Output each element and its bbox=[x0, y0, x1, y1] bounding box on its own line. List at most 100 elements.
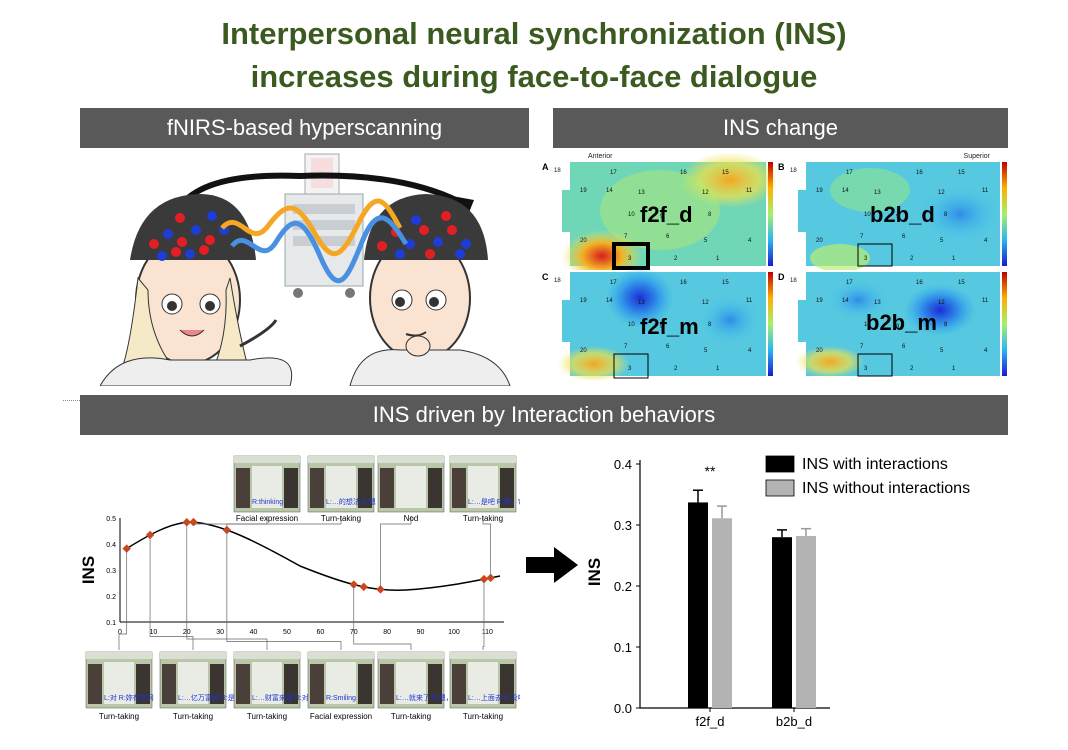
panel-letter-c: C bbox=[542, 272, 549, 282]
channel-label: 8 bbox=[944, 212, 948, 218]
channel-label: 9 bbox=[896, 214, 900, 220]
channel-label: 16 bbox=[916, 280, 923, 286]
channel-label: 10 bbox=[864, 322, 871, 328]
channel-label: 18 bbox=[790, 278, 797, 284]
right-optodes-icon bbox=[377, 211, 471, 259]
channel-label: 18 bbox=[790, 168, 797, 174]
channel-label: 7 bbox=[624, 234, 628, 240]
channel-label: 12 bbox=[702, 190, 709, 196]
channel-label: 5 bbox=[704, 348, 708, 354]
channel-label: 18 bbox=[554, 278, 561, 284]
orange-wave-icon bbox=[220, 198, 403, 256]
legend-swatch bbox=[765, 455, 795, 473]
timeline-connector bbox=[226, 529, 342, 650]
channel-label: 3 bbox=[864, 256, 868, 262]
timeline-xtick: 10 bbox=[149, 629, 157, 636]
top-frame-subtitle: R:thinking bbox=[252, 499, 283, 506]
channel-label: 19 bbox=[816, 298, 823, 304]
channel-label: 20 bbox=[580, 238, 587, 244]
panel-letter-d: D bbox=[778, 272, 785, 282]
map-panel-b: B b2b_d bbox=[776, 160, 1008, 272]
timeline-connector bbox=[380, 516, 412, 590]
channel-label: 20 bbox=[816, 348, 823, 354]
legend-label: INS without interactions bbox=[802, 480, 970, 497]
channel-label: 7 bbox=[860, 234, 864, 240]
channel-label: 14 bbox=[842, 188, 849, 194]
timeline-connector bbox=[149, 534, 194, 650]
channel-label: 4 bbox=[984, 238, 988, 244]
bar-ytick-label: 0.4 bbox=[614, 457, 632, 472]
channel-label: 2 bbox=[910, 256, 914, 262]
channel-label: 7 bbox=[860, 344, 864, 350]
channel-label: 6 bbox=[902, 344, 906, 350]
top-frame-caption: Facial expression bbox=[236, 514, 298, 523]
timeline-xtick: 50 bbox=[283, 629, 291, 636]
channel-label: 1 bbox=[716, 366, 720, 372]
timeline-xtick: 60 bbox=[316, 629, 324, 636]
top-frame: L:…是吧 R:嗯，它…Turn-taking bbox=[449, 455, 520, 523]
channel-label: 12 bbox=[702, 300, 709, 306]
channel-label: 15 bbox=[958, 170, 965, 176]
blue-wave-icon bbox=[230, 215, 409, 284]
top-frame-subtitle: L:…的想法 R:嗯 bbox=[326, 497, 376, 506]
top-frame-caption: Nod bbox=[404, 514, 419, 523]
bottom-frame-caption: Turn-taking bbox=[463, 712, 503, 721]
channel-label: 10 bbox=[628, 212, 635, 218]
channel-label: 2 bbox=[674, 256, 678, 262]
channel-label: 8 bbox=[708, 322, 712, 328]
top-frame: Nod bbox=[377, 455, 445, 523]
timeline-xtick: 0 bbox=[118, 629, 122, 636]
right-arrow-icon bbox=[526, 547, 578, 583]
channel-label: 16 bbox=[916, 170, 923, 176]
channel-label: 14 bbox=[842, 298, 849, 304]
timeline-xtick: 40 bbox=[250, 629, 258, 636]
ins-maps: Anterior Superior A f2f_d B b2b_d C f2f_… bbox=[540, 152, 1008, 380]
channel-label: 19 bbox=[580, 298, 587, 304]
hyperscanning-illustration bbox=[100, 153, 511, 386]
page-title-line1: Interpersonal neural synchronization (IN… bbox=[221, 16, 847, 51]
bottom-frame-caption: Turn-taking bbox=[391, 712, 431, 721]
bar-xtick-label: f2f_d bbox=[696, 714, 725, 729]
channel-label: 12 bbox=[938, 190, 945, 196]
channel-label: 16 bbox=[680, 170, 687, 176]
channel-label: 1 bbox=[952, 256, 956, 262]
dotted-divider bbox=[63, 400, 80, 401]
channel-label: 4 bbox=[748, 238, 752, 244]
ins-curve bbox=[125, 521, 501, 592]
channel-label: 16 bbox=[680, 280, 687, 286]
timeline-point bbox=[376, 585, 385, 594]
channel-label: 2 bbox=[674, 366, 678, 372]
channel-label: 6 bbox=[666, 344, 670, 350]
channel-label: 20 bbox=[816, 238, 823, 244]
bar-ytick-label: 0.0 bbox=[614, 701, 632, 716]
timeline-ylabel: INS bbox=[80, 556, 98, 584]
channel-label: 2 bbox=[910, 366, 914, 372]
channel-label: 18 bbox=[554, 168, 561, 174]
channel-label: 19 bbox=[816, 188, 823, 194]
channel-label: 14 bbox=[606, 298, 613, 304]
channel-label: 7 bbox=[624, 344, 628, 350]
channel-label: 13 bbox=[874, 190, 881, 196]
superior-label: Superior bbox=[964, 153, 991, 160]
bottom-frame-subtitle: L:…财富来源 R:对 bbox=[252, 693, 309, 702]
timeline-ytick: 0.5 bbox=[106, 516, 116, 523]
bar bbox=[772, 537, 792, 708]
channel-label: 3 bbox=[628, 256, 632, 262]
channel-label: 11 bbox=[982, 298, 989, 304]
timeline-connector bbox=[482, 579, 485, 650]
channel-label: 19 bbox=[580, 188, 587, 194]
map-panel-c: C f2f_m bbox=[540, 268, 773, 380]
section-ins-change: INS change bbox=[553, 108, 1008, 148]
bottom-frame-subtitle: L:对 R:妳有学问 bbox=[104, 693, 154, 702]
channel-label: 10 bbox=[864, 212, 871, 218]
bar bbox=[688, 502, 708, 708]
channel-label: 1 bbox=[952, 366, 956, 372]
map-panel-d: D b2b_m bbox=[776, 270, 1008, 378]
bar-ytick-label: 0.3 bbox=[614, 518, 632, 533]
channel-label: 15 bbox=[958, 280, 965, 286]
